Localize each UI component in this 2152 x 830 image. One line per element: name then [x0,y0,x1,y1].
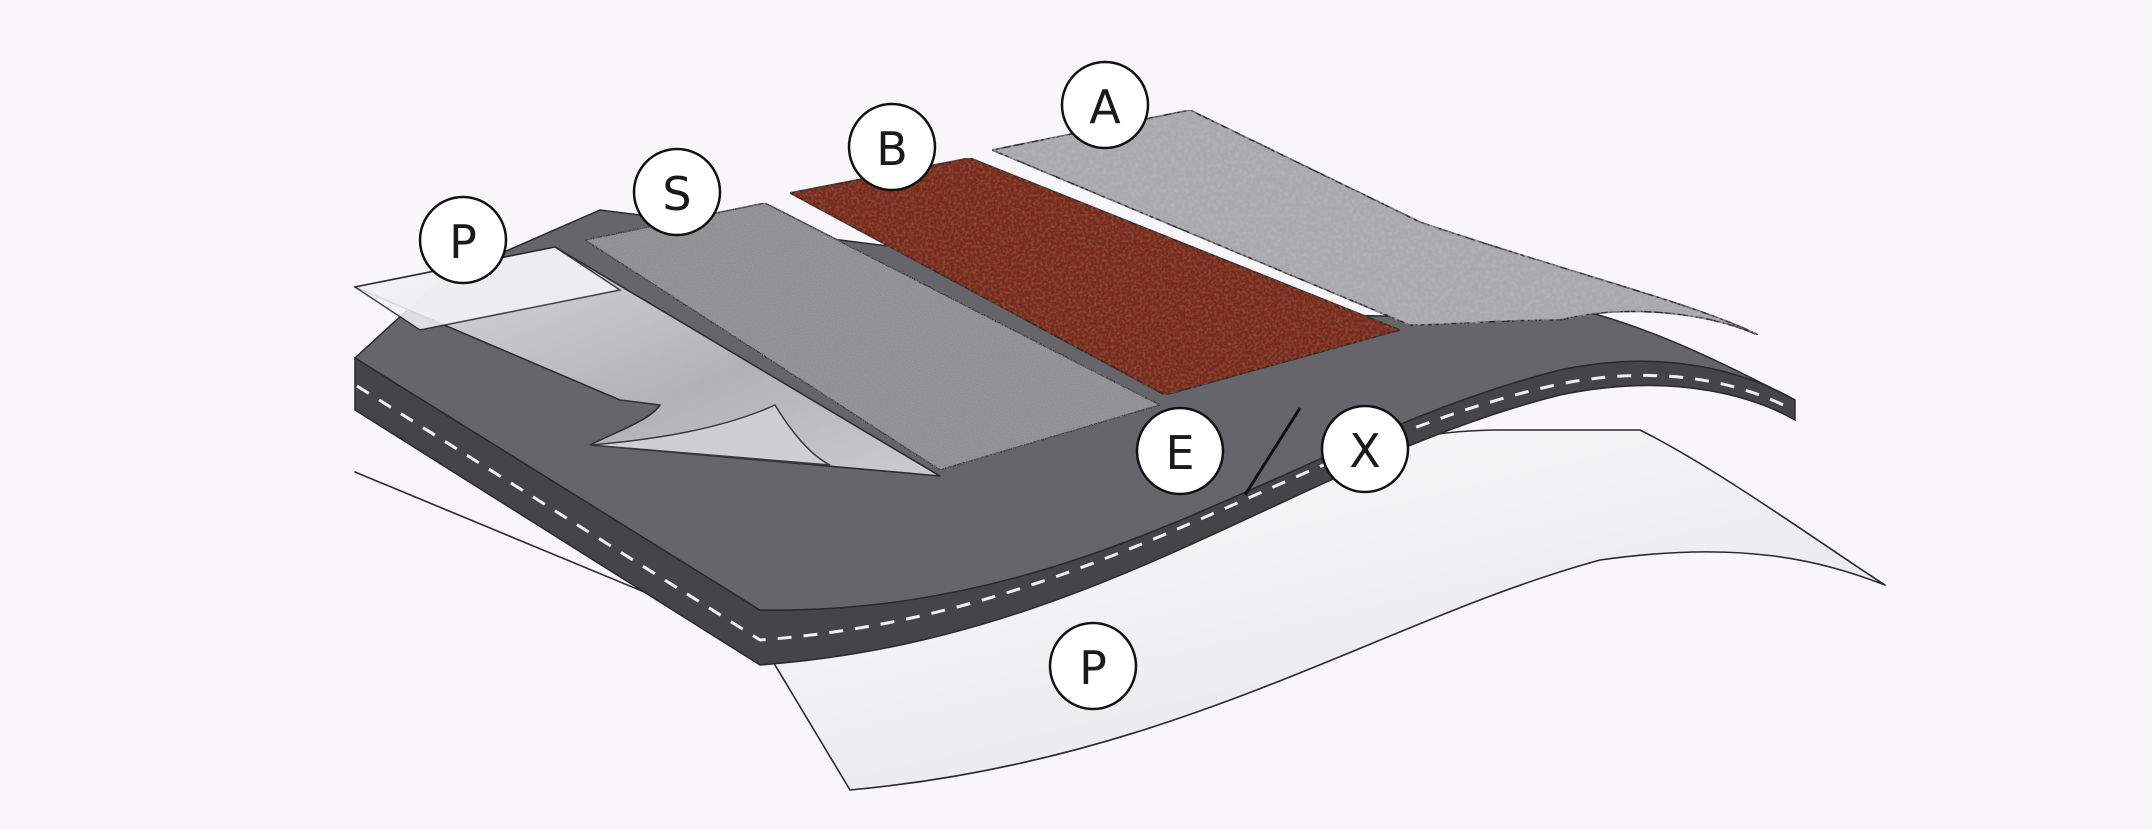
callout-s-label: S [662,167,691,221]
callout-b: B [847,102,937,192]
callout-e-label: E [1165,426,1194,480]
callout-e: E [1135,406,1225,496]
callout-x: X [1320,404,1410,494]
e-x-separator [1243,407,1302,496]
callout-s: S [632,147,722,237]
light-gravel-strip [991,109,1759,336]
callout-p-bottom: P [1048,621,1138,711]
callout-b-label: B [876,122,908,176]
callout-a-label: A [1089,80,1121,134]
callout-x-label: X [1349,424,1381,478]
callout-p-bottom-label: P [1079,641,1107,695]
top-film-peel-curl [589,404,831,466]
callout-a: A [1060,60,1150,150]
callout-p-top: P [418,195,508,285]
callout-p-top-label: P [449,215,477,269]
